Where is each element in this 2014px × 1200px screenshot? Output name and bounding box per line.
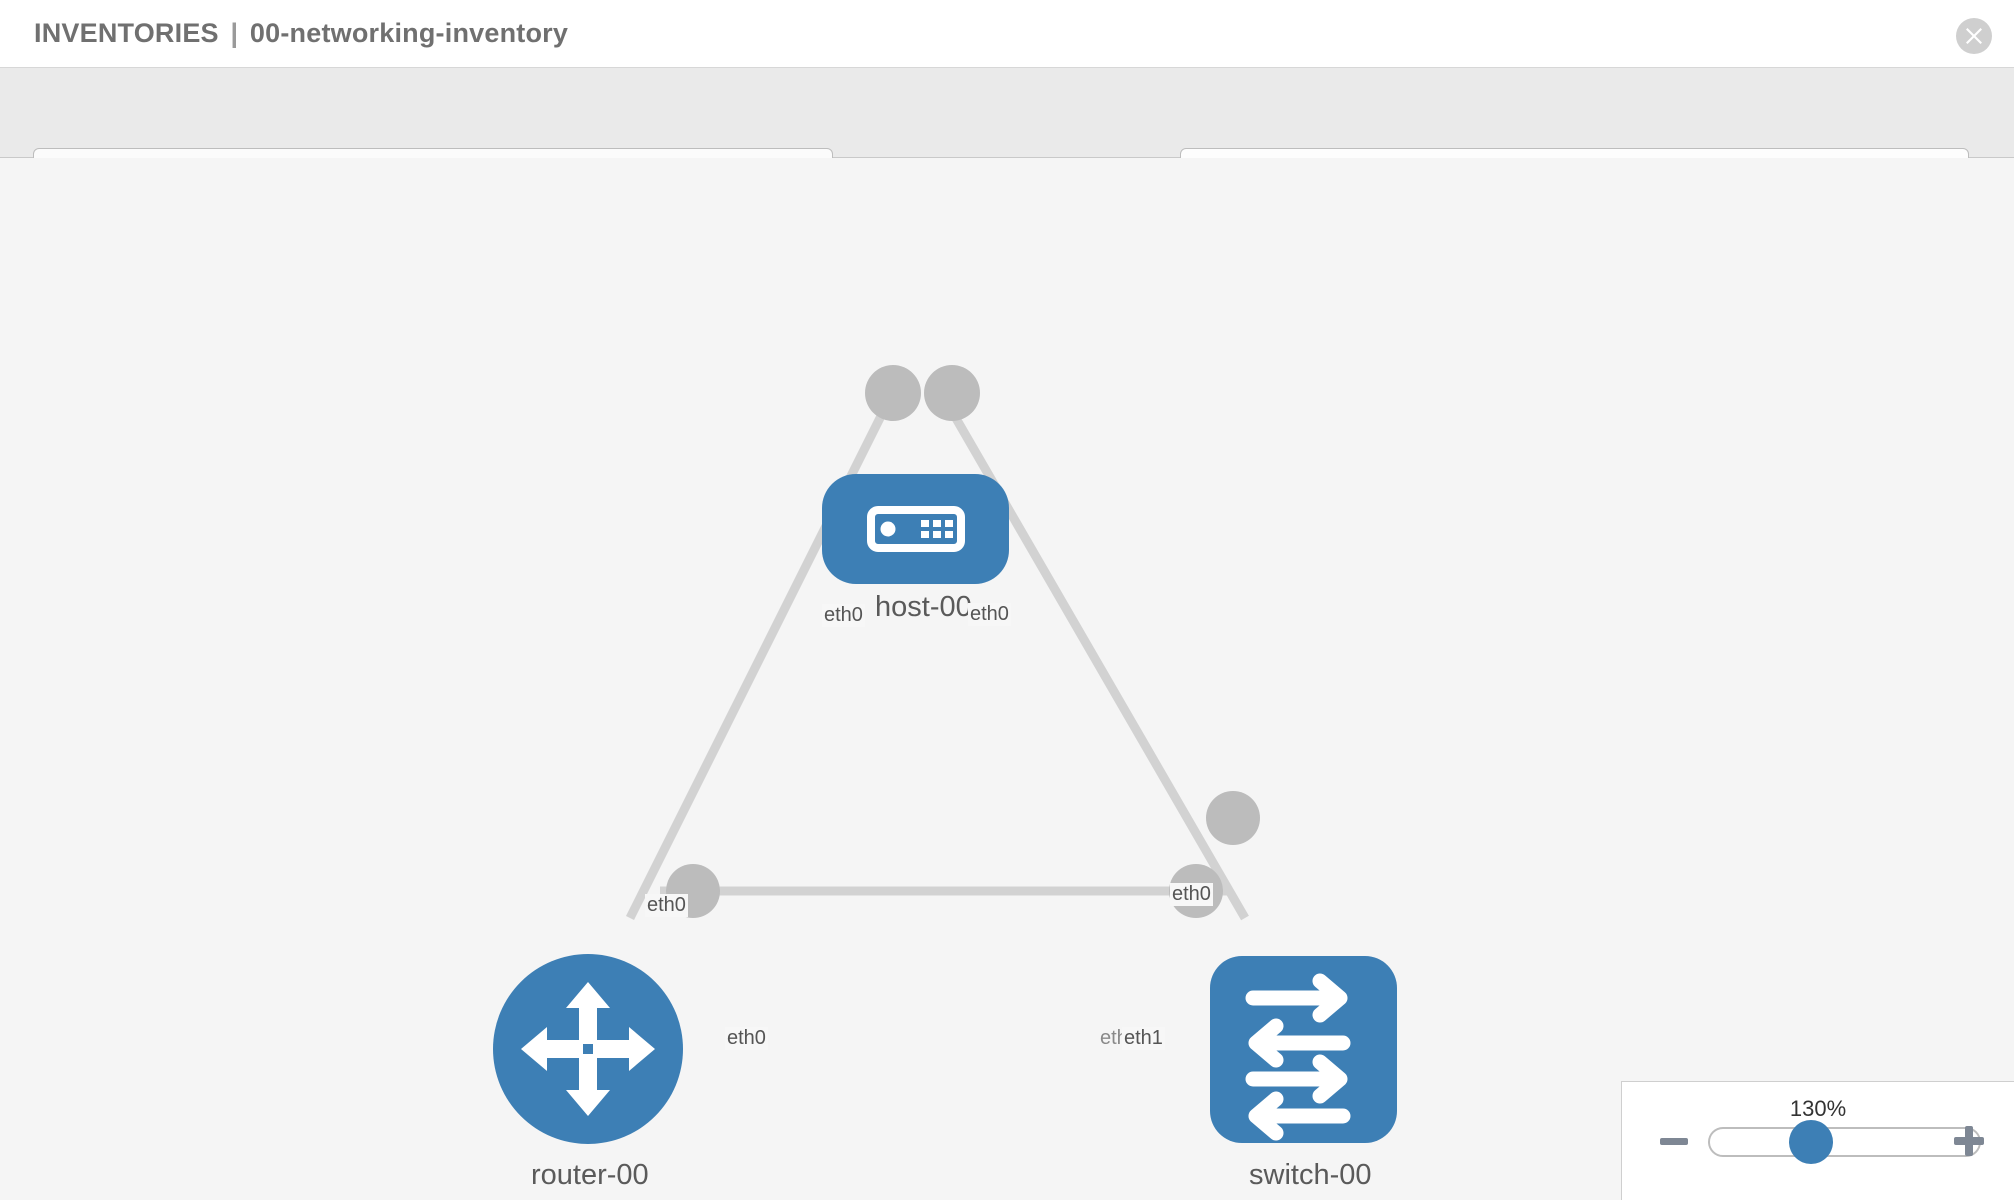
topology-connectors <box>666 365 1260 918</box>
zoom-slider-thumb[interactable] <box>1789 1120 1833 1164</box>
zoom-slider-track[interactable] <box>1708 1127 1981 1157</box>
node-label-host-00[interactable]: host-00 <box>872 591 975 624</box>
zoom-percent-label: 130% <box>1789 1096 1847 1121</box>
zoom-control-panel: 130% <box>1621 1081 2014 1200</box>
breadcrumb-separator: | <box>230 18 239 48</box>
iface-label-switch-left: eth1 <box>1122 1027 1165 1050</box>
topology-canvas[interactable]: host-00 router-00 switch-00 eth0 eth0 et… <box>0 158 2014 1200</box>
connector-switch-top <box>1206 791 1260 845</box>
zoom-in-button[interactable] <box>1954 1126 1984 1156</box>
node-label-router-00[interactable]: router-00 <box>528 1159 652 1192</box>
breadcrumb-section[interactable]: INVENTORIES <box>34 18 219 48</box>
breadcrumb-inventory-name: 00-networking-inventory <box>249 18 569 48</box>
toolbar: ACTIONS SEARCH <box>0 68 2014 204</box>
page-header: INVENTORIES | 00-networking-inventory <box>0 0 2014 68</box>
server-icon <box>867 506 965 552</box>
close-icon[interactable] <box>1956 18 1992 54</box>
breadcrumb: INVENTORIES | 00-networking-inventory <box>34 18 568 49</box>
node-host-00 <box>822 474 1009 584</box>
zoom-out-button[interactable] <box>1660 1138 1688 1145</box>
node-label-switch-00[interactable]: switch-00 <box>1246 1159 1375 1192</box>
connector-host-right <box>924 365 980 421</box>
switch-arrows-icon <box>1245 973 1351 1141</box>
router-arrows-icon <box>521 982 655 1116</box>
iface-label-router-up: eth0 <box>645 894 688 917</box>
iface-label-host-left: eth0 <box>822 604 865 627</box>
iface-label-host-right: eth0 <box>968 603 1011 626</box>
node-router-00 <box>493 954 683 1144</box>
iface-label-router-right: eth0 <box>725 1027 768 1050</box>
topology-graph <box>493 365 1397 1144</box>
connector-host-left <box>865 365 921 421</box>
iface-label-switch-up: eth0 <box>1170 883 1213 906</box>
node-switch-00 <box>1210 956 1397 1143</box>
iface-label-switch-left-overlapped: eth <box>1100 1027 1128 1049</box>
